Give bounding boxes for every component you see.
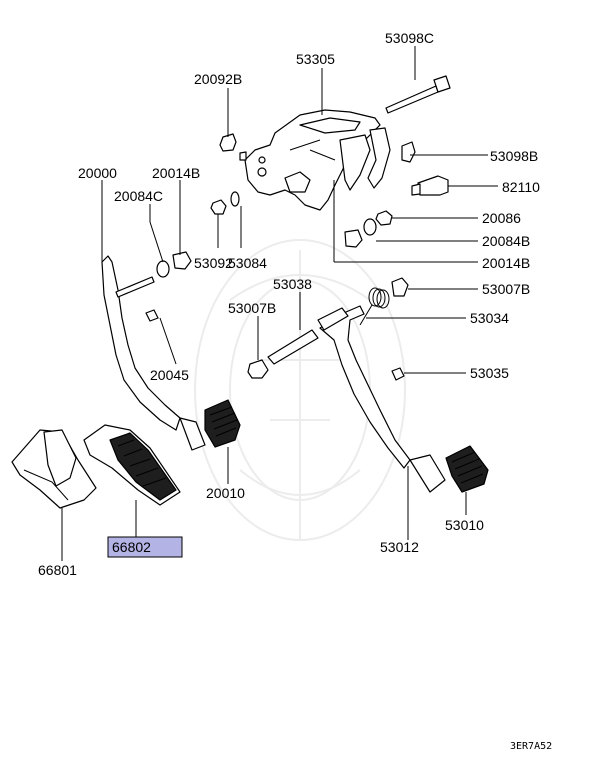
callout-53098c: 53098C	[385, 30, 434, 46]
bolt-53098b	[401, 141, 416, 163]
callout-20014b-right: 20014B	[482, 255, 530, 271]
accelerator-pedal	[83, 424, 181, 506]
callout-66801: 66801	[38, 562, 77, 578]
callout-53007b-left: 53007B	[228, 300, 276, 316]
callout-20045: 20045	[150, 367, 189, 383]
washer-20084c	[156, 260, 170, 278]
callout-20000: 20000	[78, 165, 117, 181]
bushing-20014b-left	[172, 251, 192, 270]
callout-20084c: 20084C	[114, 188, 163, 204]
washer-20084b	[363, 218, 377, 236]
callout-53034: 53034	[470, 310, 509, 326]
nut-20086	[375, 210, 393, 226]
callout-53092: 53092	[194, 255, 233, 271]
callout-66802-highlight	[107, 536, 183, 558]
washer-small	[239, 151, 247, 161]
bushing-53007b-left	[247, 359, 269, 379]
callout-53038: 53038	[273, 276, 312, 292]
callout-53012: 53012	[380, 539, 419, 555]
pivot-shaft-53038	[267, 329, 319, 365]
washer-53084	[230, 191, 240, 207]
return-spring-53034	[359, 287, 390, 326]
nut-53092	[210, 199, 227, 215]
bushing-53007b-right	[391, 277, 409, 297]
callout-20086: 20086	[482, 210, 521, 226]
brake-pedal-arm	[317, 305, 446, 493]
callout-53007b-right: 53007B	[482, 281, 530, 297]
callout-labels: 53305 53098C 20092B 53098B 20000 20014B …	[38, 30, 552, 752]
pin-53035	[391, 367, 405, 381]
pin-20045	[145, 309, 159, 322]
callout-20092b: 20092B	[194, 71, 242, 87]
callout-66802: 66802	[112, 539, 151, 555]
callout-20084b: 20084B	[482, 233, 530, 249]
clutch-pedal-arm	[101, 255, 206, 451]
bolt-53098c	[385, 75, 451, 114]
callout-53084: 53084	[228, 255, 267, 271]
callout-53010: 53010	[445, 517, 484, 533]
pedal-bracket	[244, 109, 391, 211]
accelerator-base	[11, 429, 97, 509]
brake-pedal-pad	[445, 445, 489, 493]
callout-20014b-left: 20014B	[152, 165, 200, 181]
callout-20010: 20010	[206, 485, 245, 501]
clutch-pedal-pad	[204, 399, 241, 448]
callout-53035: 53035	[470, 365, 509, 381]
callout-53305: 53305	[296, 51, 335, 67]
nut-20092b	[219, 133, 237, 152]
leader-lines	[61, 46, 498, 561]
bushing-20014b-right	[344, 229, 363, 248]
callout-82110: 82110	[502, 179, 540, 195]
switch-82110	[411, 175, 449, 196]
callout-53098b: 53098B	[490, 148, 538, 164]
figure-code: 3ER7A52	[510, 741, 552, 752]
